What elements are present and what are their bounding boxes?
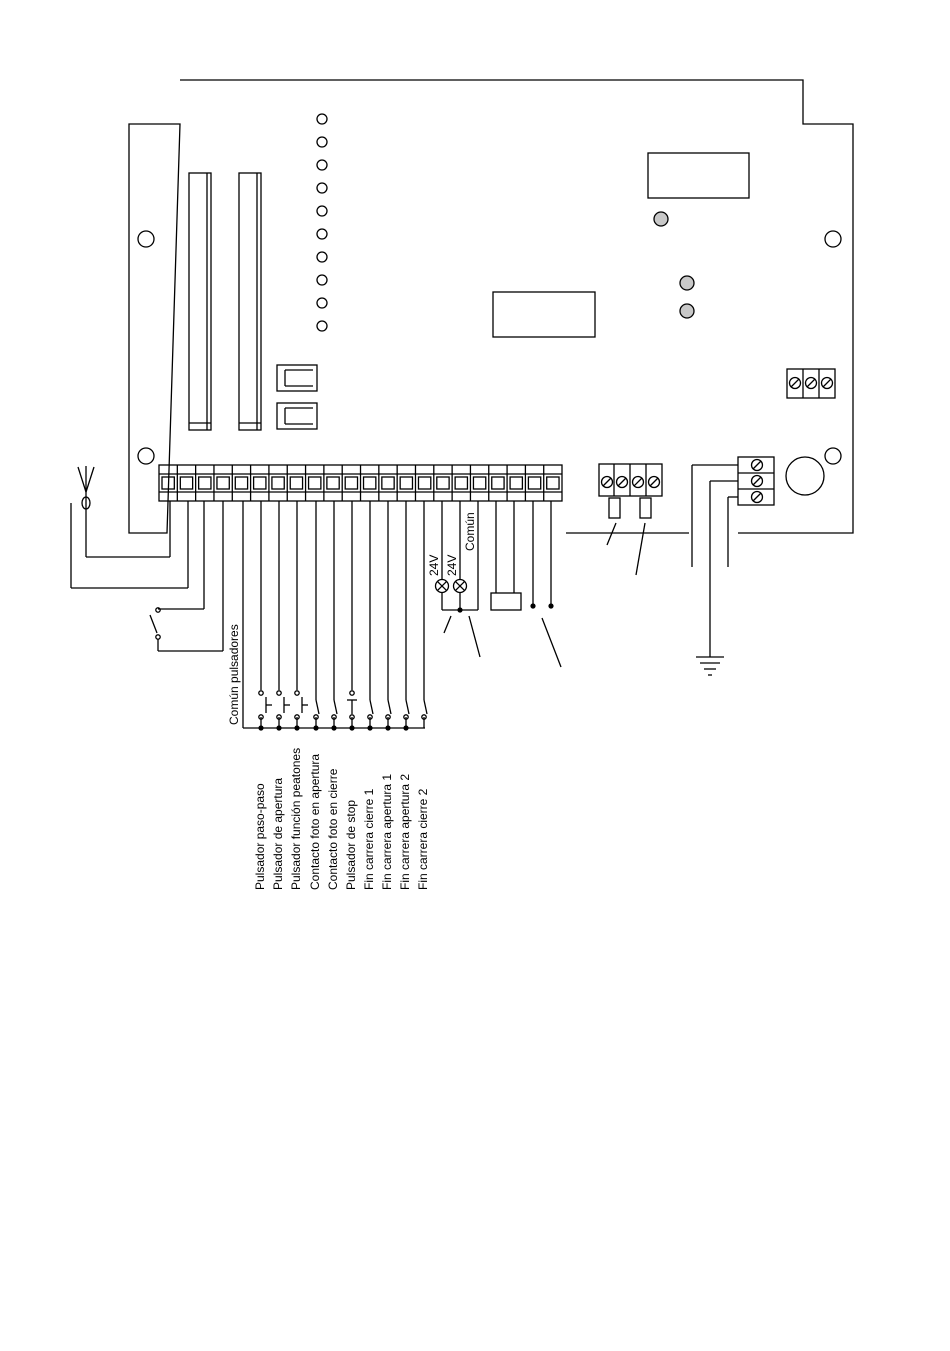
terminal-screw [327,477,339,489]
trimmer [654,212,668,226]
label-comun: Común [463,512,477,551]
input-label: Contacto foto en apertura [308,754,322,890]
limit-switch-contact [386,700,391,719]
trimmer [680,304,694,318]
stop-contact [347,691,357,719]
dip-switch [277,403,317,429]
input-label: Pulsador de stop [344,800,358,890]
terminal-screw [473,477,485,489]
input-label: Fin carrera cierre 2 [416,788,430,890]
terminal-screw [309,477,321,489]
fuse [786,457,824,495]
motor-leads [607,498,651,575]
terminal-cells [162,465,559,501]
terminal-screw [290,477,302,489]
pushbutton-contact [277,691,290,719]
terminal-screw [418,477,430,489]
pushbutton-contact [295,691,308,719]
label-24v-a: 24V [427,555,441,576]
pushbutton-contact [259,691,272,719]
mounting-hole [138,448,154,464]
terminal-screw [235,477,247,489]
input-wires [261,501,424,700]
mains-terminal [738,457,774,505]
lock-terminals [530,501,561,667]
input-label: Contacto foto en cierre [326,768,340,890]
dip-switch [277,365,317,391]
input-label: Fin carrera cierre 1 [362,788,376,890]
input-label: Fin carrera apertura 1 [380,774,394,890]
expansion-slot [239,173,261,430]
motor-terminal [599,464,662,496]
terminal-screw [528,477,540,489]
terminal-screw [400,477,412,489]
external-switch [150,501,223,651]
terminal-screw [272,477,284,489]
input-label: Pulsador función peatones [289,748,303,890]
terminal-screw [180,477,192,489]
terminal-screw [199,477,211,489]
input-label: Pulsador de apertura [271,778,285,890]
expansion-slot [189,173,211,430]
terminal-screw [254,477,266,489]
terminal-screw [217,477,229,489]
trimmer [680,276,694,290]
terminal-screw [345,477,357,489]
mains-wiring [692,465,738,657]
transformer [493,292,595,337]
relay [648,153,749,198]
limit-switch-contact [368,700,373,719]
flashing-light-box [491,501,521,610]
terminal-screw [547,477,559,489]
terminal-screw [492,477,504,489]
limit-switch-contact [404,700,409,719]
mounting-hole [825,231,841,247]
input-label: Fin carrera apertura 2 [398,774,412,890]
contact-terminals [261,717,424,728]
limit-switch-contact [422,700,427,719]
terminal-screw [364,477,376,489]
terminal-screw [437,477,449,489]
mounting-hole [138,231,154,247]
terminal-screw [382,477,394,489]
ground-icon [696,657,724,675]
input-label: Pulsador paso-paso [253,783,267,890]
photo-contact [314,700,319,719]
label-comun-pulsadores: Común pulsadores [227,624,241,725]
screw-terminal-3 [787,369,835,398]
input-labels: Pulsador paso-paso Pulsador de apertura … [253,748,430,890]
terminal-screw [455,477,467,489]
photo-contact [332,700,337,719]
mounting-hole [825,448,841,464]
label-24v-b: 24V [445,555,459,576]
terminal-screw [510,477,522,489]
led-column [317,114,327,331]
